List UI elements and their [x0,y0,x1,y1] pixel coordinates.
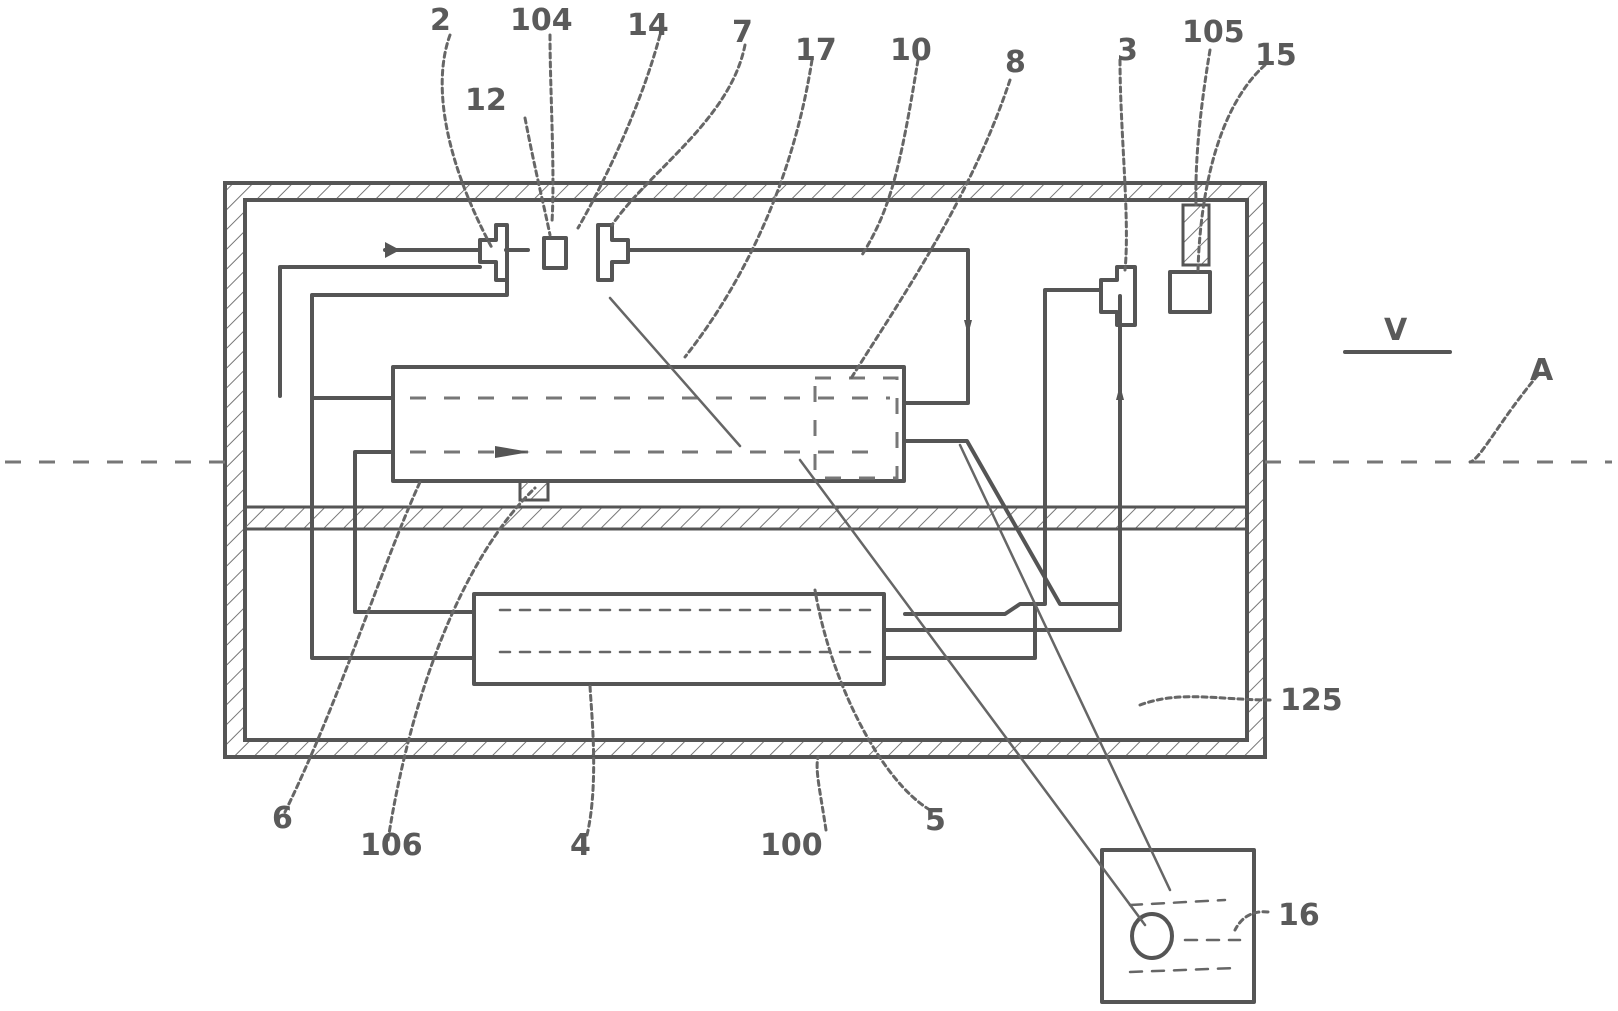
top-pipe-loop [280,250,968,403]
vessel-4 [474,594,884,684]
label-a: A [1530,353,1554,388]
label-17: 17 [795,33,837,68]
label-14: 14 [627,8,669,43]
label-15: 15 [1255,38,1297,73]
label-10: 10 [890,33,932,68]
partition-wall [245,507,1247,529]
label-5: 5 [925,803,946,838]
label-4: 4 [570,828,591,863]
right-pipe-loop [884,290,1120,630]
label-100: 100 [760,828,823,863]
label-8: 8 [1005,45,1026,80]
label-12: 12 [465,83,507,118]
label-106: 106 [360,828,423,863]
element-105 [1183,205,1209,265]
sensor-lines [610,298,1170,925]
element-15-box [1170,272,1210,312]
label-125: 125 [1280,683,1343,718]
housing-100 [225,183,1265,757]
label-6: 6 [272,801,293,836]
label-16: 16 [1278,898,1320,933]
label-105: 105 [1182,15,1245,50]
reference-labels: 2 104 14 7 17 10 8 3 105 15 12 V A 125 1… [272,3,1554,933]
sensor-16-box [1102,850,1254,1002]
label-7: 7 [732,15,753,50]
element-12-box [544,238,566,268]
valve-7 [598,225,628,280]
label-v: V [1384,313,1408,348]
label-3: 3 [1117,33,1138,68]
label-2: 2 [430,3,451,38]
vessel-8 [393,367,904,481]
module-box [815,378,897,478]
label-104: 104 [510,3,573,38]
